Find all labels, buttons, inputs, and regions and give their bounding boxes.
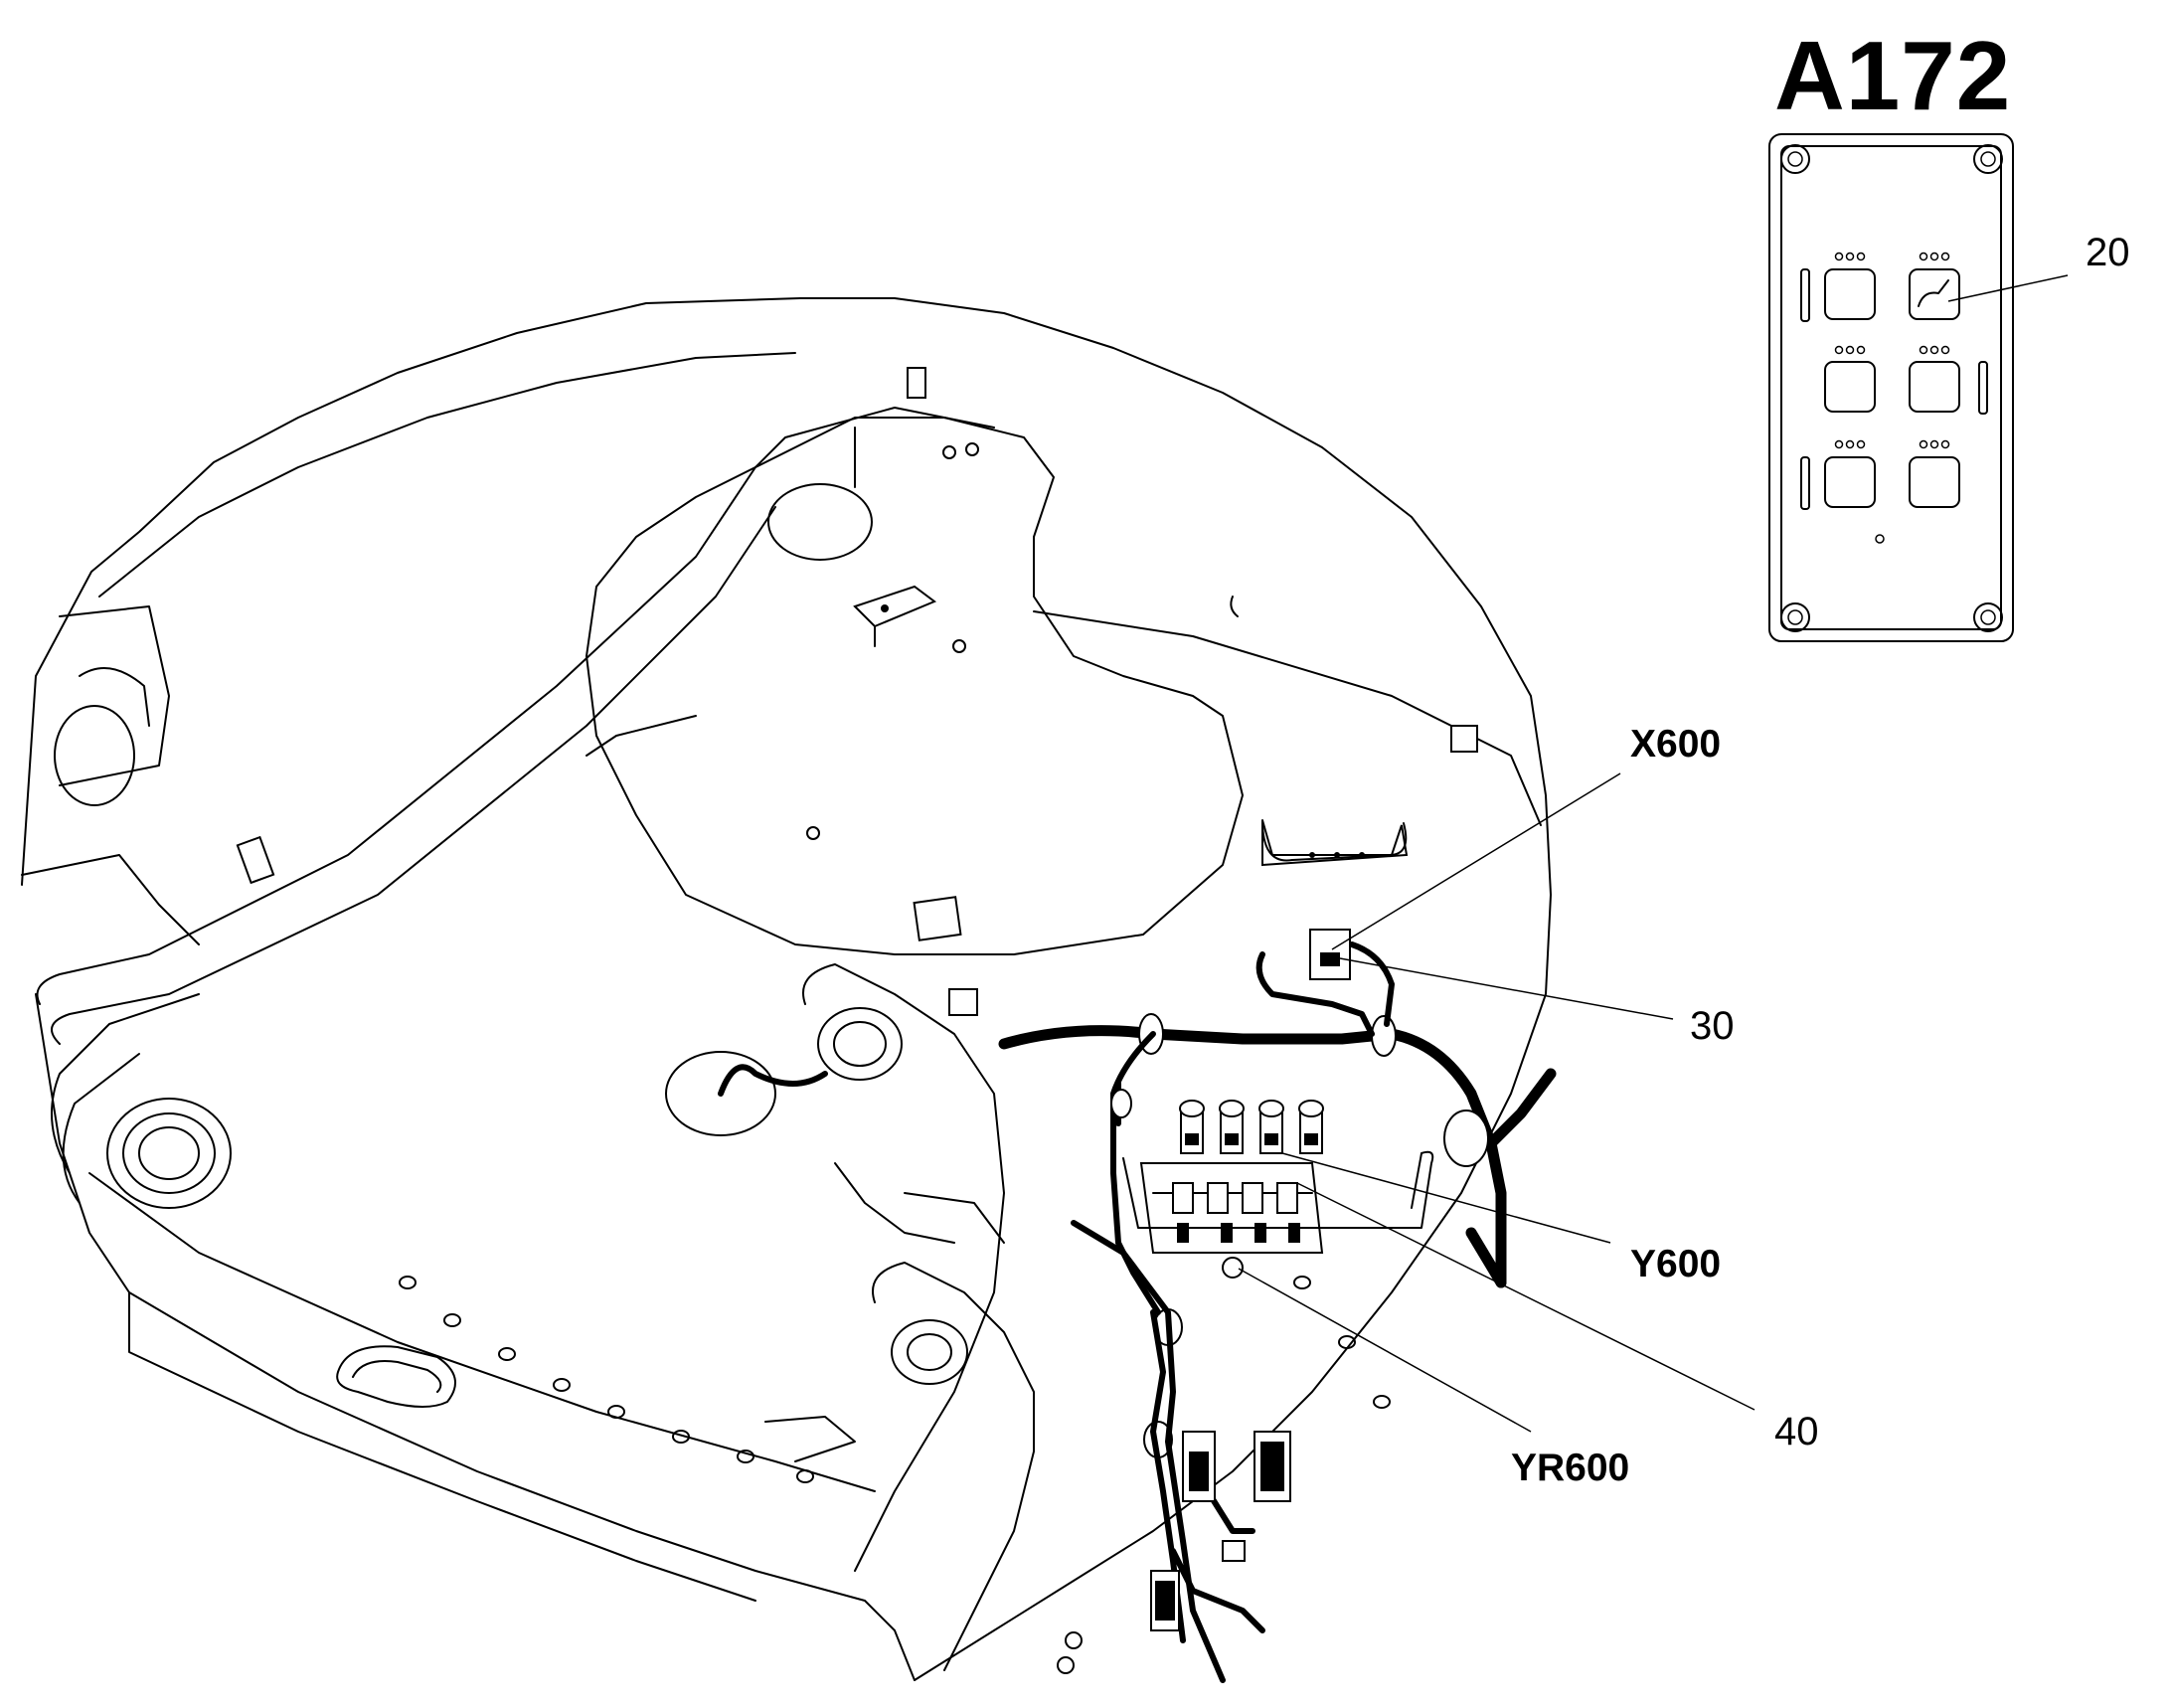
wiring-harness bbox=[665, 929, 1557, 1683]
callout-yr600: YR600 bbox=[1511, 1447, 1630, 1489]
callout-x600: X600 bbox=[1630, 723, 1722, 766]
module-title: A172 bbox=[1774, 21, 2012, 130]
callout-y600: Y600 bbox=[1630, 1243, 1722, 1285]
callout-40: 40 bbox=[1774, 1410, 1819, 1453]
a172-module bbox=[1768, 133, 2014, 642]
callout-20: 20 bbox=[2086, 231, 2130, 274]
valve-block bbox=[1122, 1100, 1434, 1279]
turntable-frame bbox=[21, 297, 1552, 1681]
lower-connectors bbox=[1057, 1431, 1291, 1674]
callout-30: 30 bbox=[1690, 1004, 1735, 1048]
leader-lines bbox=[1238, 274, 2069, 1433]
